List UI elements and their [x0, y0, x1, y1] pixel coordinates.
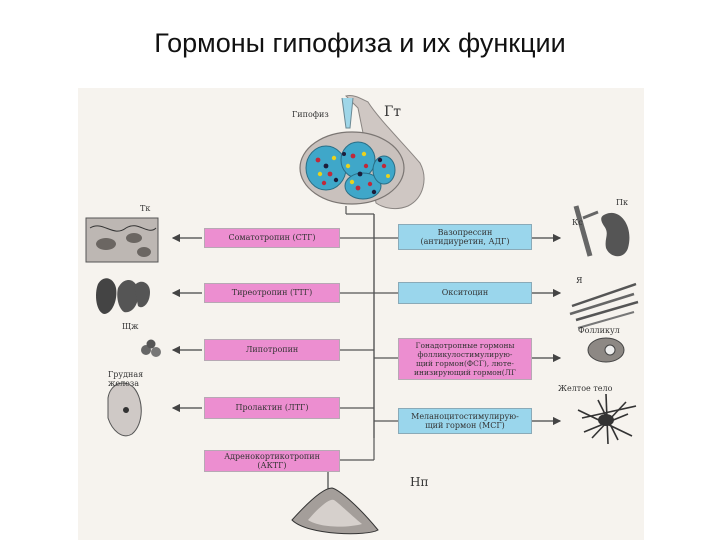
- hormone-diagram: Гипофиз Гт Тк Щж Грудная железа Пк Кс Я …: [78, 88, 644, 540]
- corpus-luteum-label: Желтое тело: [558, 384, 613, 393]
- pk-label: Пк: [616, 198, 628, 207]
- hormone-box-gonadotropins: Гонадотропные гормоны фолликулостимулиру…: [398, 338, 532, 380]
- hormone-box-prolactin: Пролактин (ЛТГ): [204, 397, 340, 419]
- left-connectors: [340, 237, 375, 461]
- np-label: Нп: [410, 475, 429, 489]
- hypophysis-label: Гипофиз: [292, 110, 329, 119]
- bone-tissue-icon: [85, 217, 159, 263]
- tk-label: Тк: [140, 204, 151, 213]
- kidney-icon: [601, 212, 630, 257]
- follicle-label: Фолликул: [578, 326, 620, 335]
- hormone-box-somatotropin: Соматотропин (СТГ): [204, 228, 340, 248]
- melanocyte-icon: [577, 393, 637, 445]
- follicle-icon: [587, 337, 625, 363]
- hormone-box-acth: Адренокортикотропин (АКТГ): [204, 450, 340, 472]
- ks-label: Кс: [572, 218, 583, 227]
- gland-lobule-icon: [299, 97, 405, 205]
- shzh-label: Щж: [122, 322, 139, 331]
- adrenal-icon: [291, 487, 379, 535]
- gt-label: Гт: [384, 104, 402, 120]
- thyroid-icon: [96, 278, 150, 314]
- breast-label: Грудная железа: [108, 370, 144, 388]
- hormone-box-oxytocin: Окситоцин: [398, 282, 532, 304]
- right-arrows: [532, 233, 562, 426]
- hormone-box-thyrotropin: Тиреотропин (ТТГ): [204, 283, 340, 303]
- slide-title: Гормоны гипофиза и их функции: [154, 28, 566, 58]
- breast-icon: [107, 382, 142, 437]
- hormone-box-lipotropin: Липотропин: [204, 339, 340, 361]
- left-arrows: [171, 233, 333, 504]
- cells-icon: [141, 339, 161, 357]
- hormone-box-msh: Меланоцитостимулирую- щий гормон (МСГ): [398, 408, 532, 434]
- right-connectors: [374, 237, 398, 422]
- hormone-box-vasopressin: Вазопрессин (антидиуретин, АДГ): [398, 224, 532, 250]
- diagram-drawing: [85, 95, 639, 535]
- vessel-icon: [573, 205, 599, 257]
- muscle-icon: [569, 282, 639, 329]
- ya-label: Я: [576, 276, 583, 285]
